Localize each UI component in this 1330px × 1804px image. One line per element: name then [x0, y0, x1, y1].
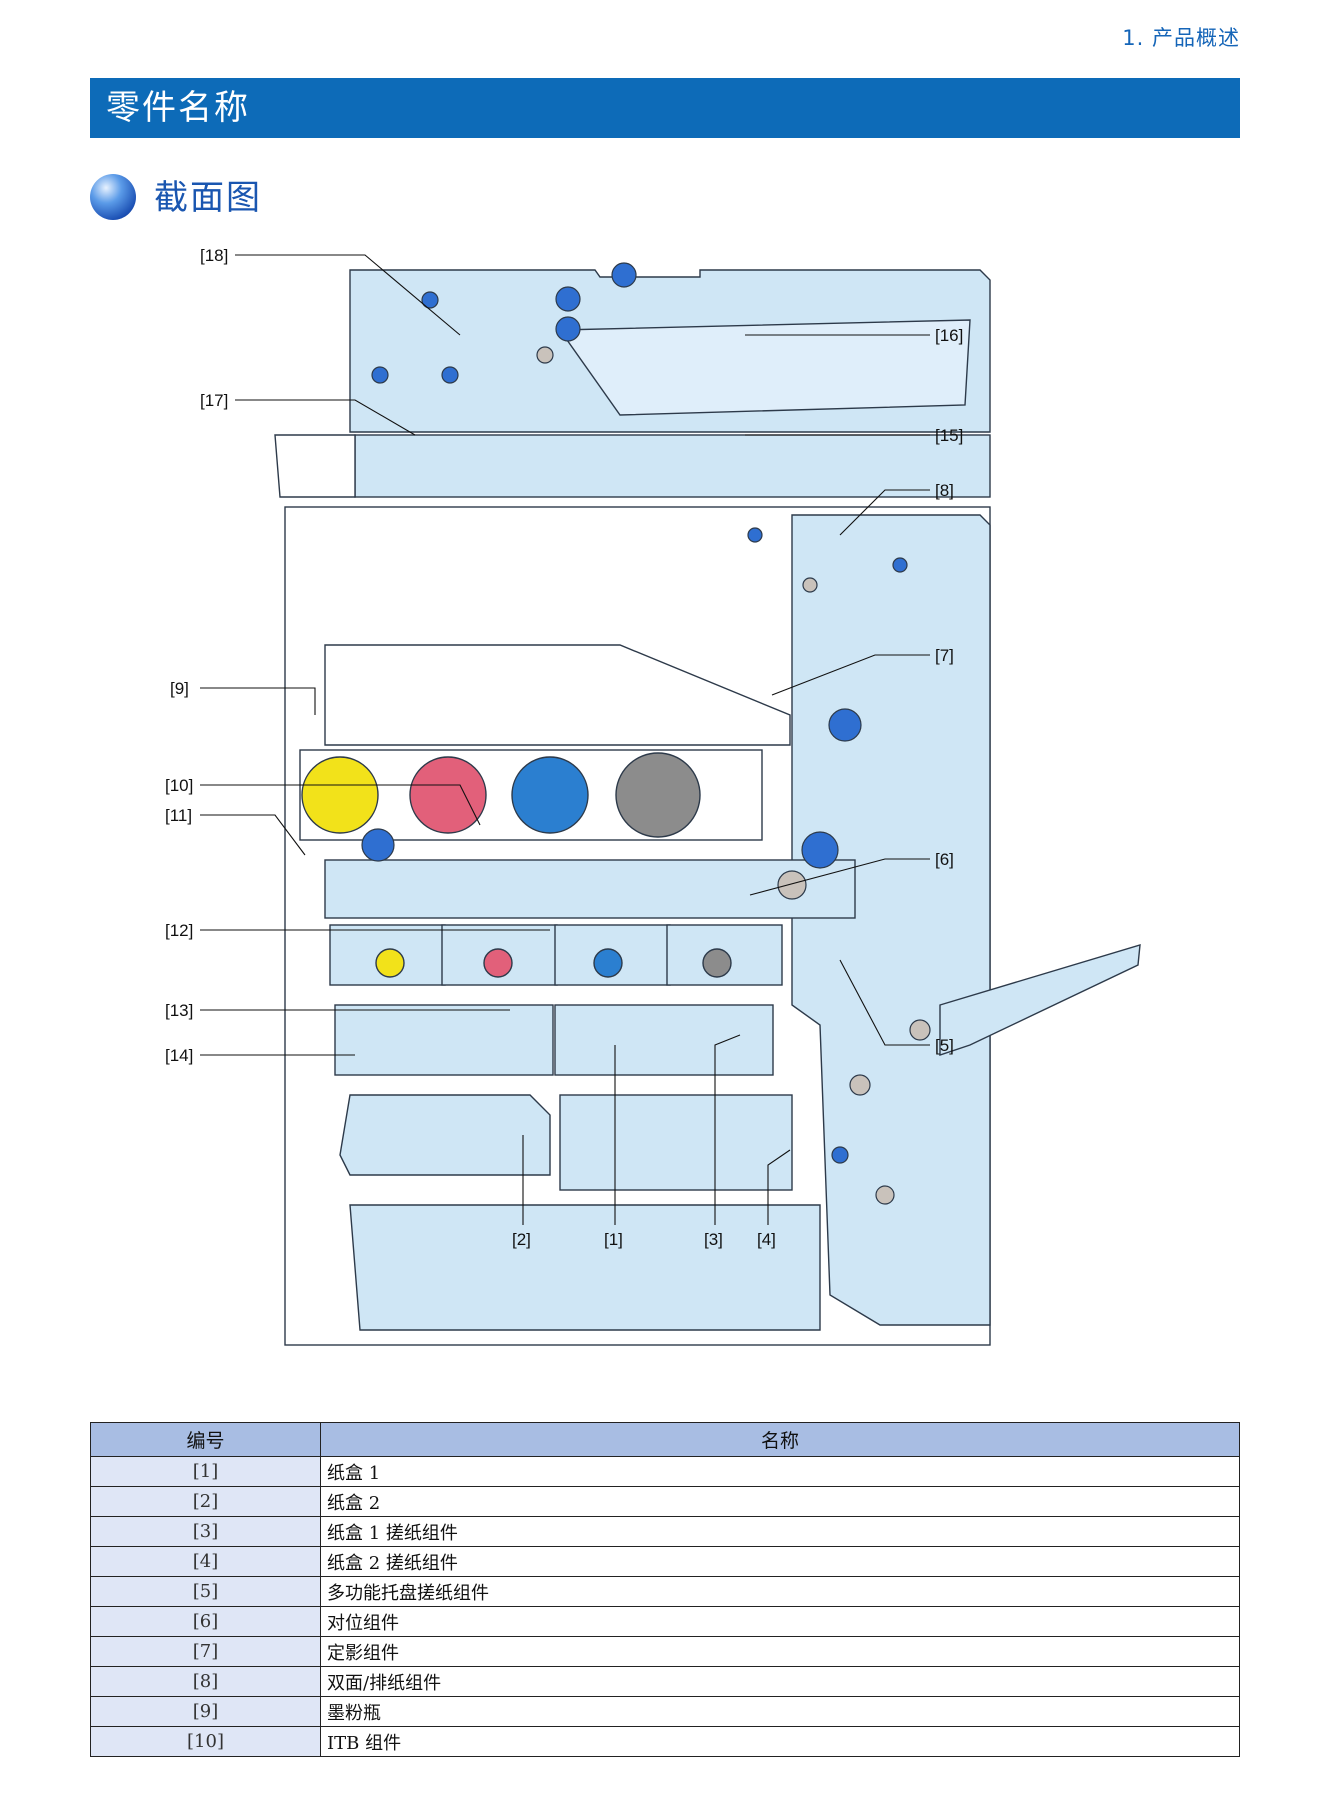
- row-num: [8]: [90, 1666, 321, 1697]
- callout-12: [12]: [165, 921, 193, 940]
- row-num: [6]: [90, 1606, 321, 1637]
- row-num: [4]: [90, 1546, 321, 1577]
- row-num: [9]: [90, 1696, 321, 1727]
- callout-15: [15]: [935, 426, 963, 445]
- table-row: [8]双面/排纸组件: [90, 1666, 1240, 1697]
- callout-10: [10]: [165, 776, 193, 795]
- callout-1: [1]: [604, 1230, 623, 1249]
- callout-labels: [18] [17] [16] [15] [8] [7] [9] [10] [11…: [165, 246, 963, 1249]
- header-name: 名称: [320, 1422, 1240, 1457]
- table-row: [3]纸盒 1 搓纸组件: [90, 1516, 1240, 1547]
- callout-7: [7]: [935, 646, 954, 665]
- table-row: [9]墨粉瓶: [90, 1696, 1240, 1727]
- cross-section-diagram: [18] [17] [16] [15] [8] [7] [9] [10] [11…: [165, 246, 1141, 1346]
- row-num: [1]: [90, 1456, 321, 1487]
- callout-2: [2]: [512, 1230, 531, 1249]
- row-num: [7]: [90, 1636, 321, 1667]
- rollers: [361, 262, 931, 1205]
- row-num: [10]: [90, 1726, 321, 1757]
- table-row: [2]纸盒 2: [90, 1486, 1240, 1517]
- callout-5: [5]: [935, 1036, 954, 1055]
- machine-body: [274, 269, 1141, 1346]
- chapter-header: 1. 产品概述: [1122, 26, 1240, 50]
- callout-3: [3]: [704, 1230, 723, 1249]
- row-name: 双面/排纸组件: [320, 1666, 1240, 1697]
- row-num: [5]: [90, 1576, 321, 1607]
- row-name: 对位组件: [320, 1606, 1240, 1637]
- callout-13: [13]: [165, 1001, 193, 1020]
- table-row: [7]定影组件: [90, 1636, 1240, 1667]
- table-row: [1]纸盒 1: [90, 1456, 1240, 1487]
- table-header-row: 编号 名称: [90, 1422, 1240, 1457]
- table-row: [4]纸盒 2 搓纸组件: [90, 1546, 1240, 1577]
- callout-4: [4]: [757, 1230, 776, 1249]
- callout-8: [8]: [935, 481, 954, 500]
- section-title: 截面图: [154, 178, 262, 218]
- table-row: [10]ITB 组件: [90, 1726, 1240, 1757]
- callout-6: [6]: [935, 850, 954, 869]
- callout-18: [18]: [200, 246, 228, 265]
- toner-bottles: [301, 752, 701, 838]
- callout-16: [16]: [935, 326, 963, 345]
- callout-17: [17]: [200, 391, 228, 410]
- page-title: 零件名称: [90, 78, 1240, 138]
- row-name: 墨粉瓶: [320, 1696, 1240, 1727]
- parts-table: 编号 名称 [1]纸盒 1 [2]纸盒 2 [3]纸盒 1 搓纸组件 [4]纸盒…: [90, 1422, 1240, 1757]
- table-row: [6]对位组件: [90, 1606, 1240, 1637]
- row-name: 纸盒 2: [320, 1486, 1240, 1517]
- callout-9: [9]: [170, 679, 189, 698]
- callout-leaders: [200, 254, 930, 1225]
- table-row: [5]多功能托盘搓纸组件: [90, 1576, 1240, 1607]
- row-name: 纸盒 1: [320, 1456, 1240, 1487]
- callout-14: [14]: [165, 1046, 193, 1065]
- row-num: [2]: [90, 1486, 321, 1517]
- drums: [375, 948, 732, 978]
- row-num: [3]: [90, 1516, 321, 1547]
- header-num: 编号: [90, 1422, 321, 1457]
- row-name: 定影组件: [320, 1636, 1240, 1667]
- row-name: 多功能托盘搓纸组件: [320, 1576, 1240, 1607]
- row-name: ITB 组件: [320, 1726, 1240, 1757]
- row-name: 纸盒 2 搓纸组件: [320, 1546, 1240, 1577]
- row-name: 纸盒 1 搓纸组件: [320, 1516, 1240, 1547]
- section-bullet-icon: [90, 174, 136, 220]
- callout-11: [11]: [165, 806, 192, 825]
